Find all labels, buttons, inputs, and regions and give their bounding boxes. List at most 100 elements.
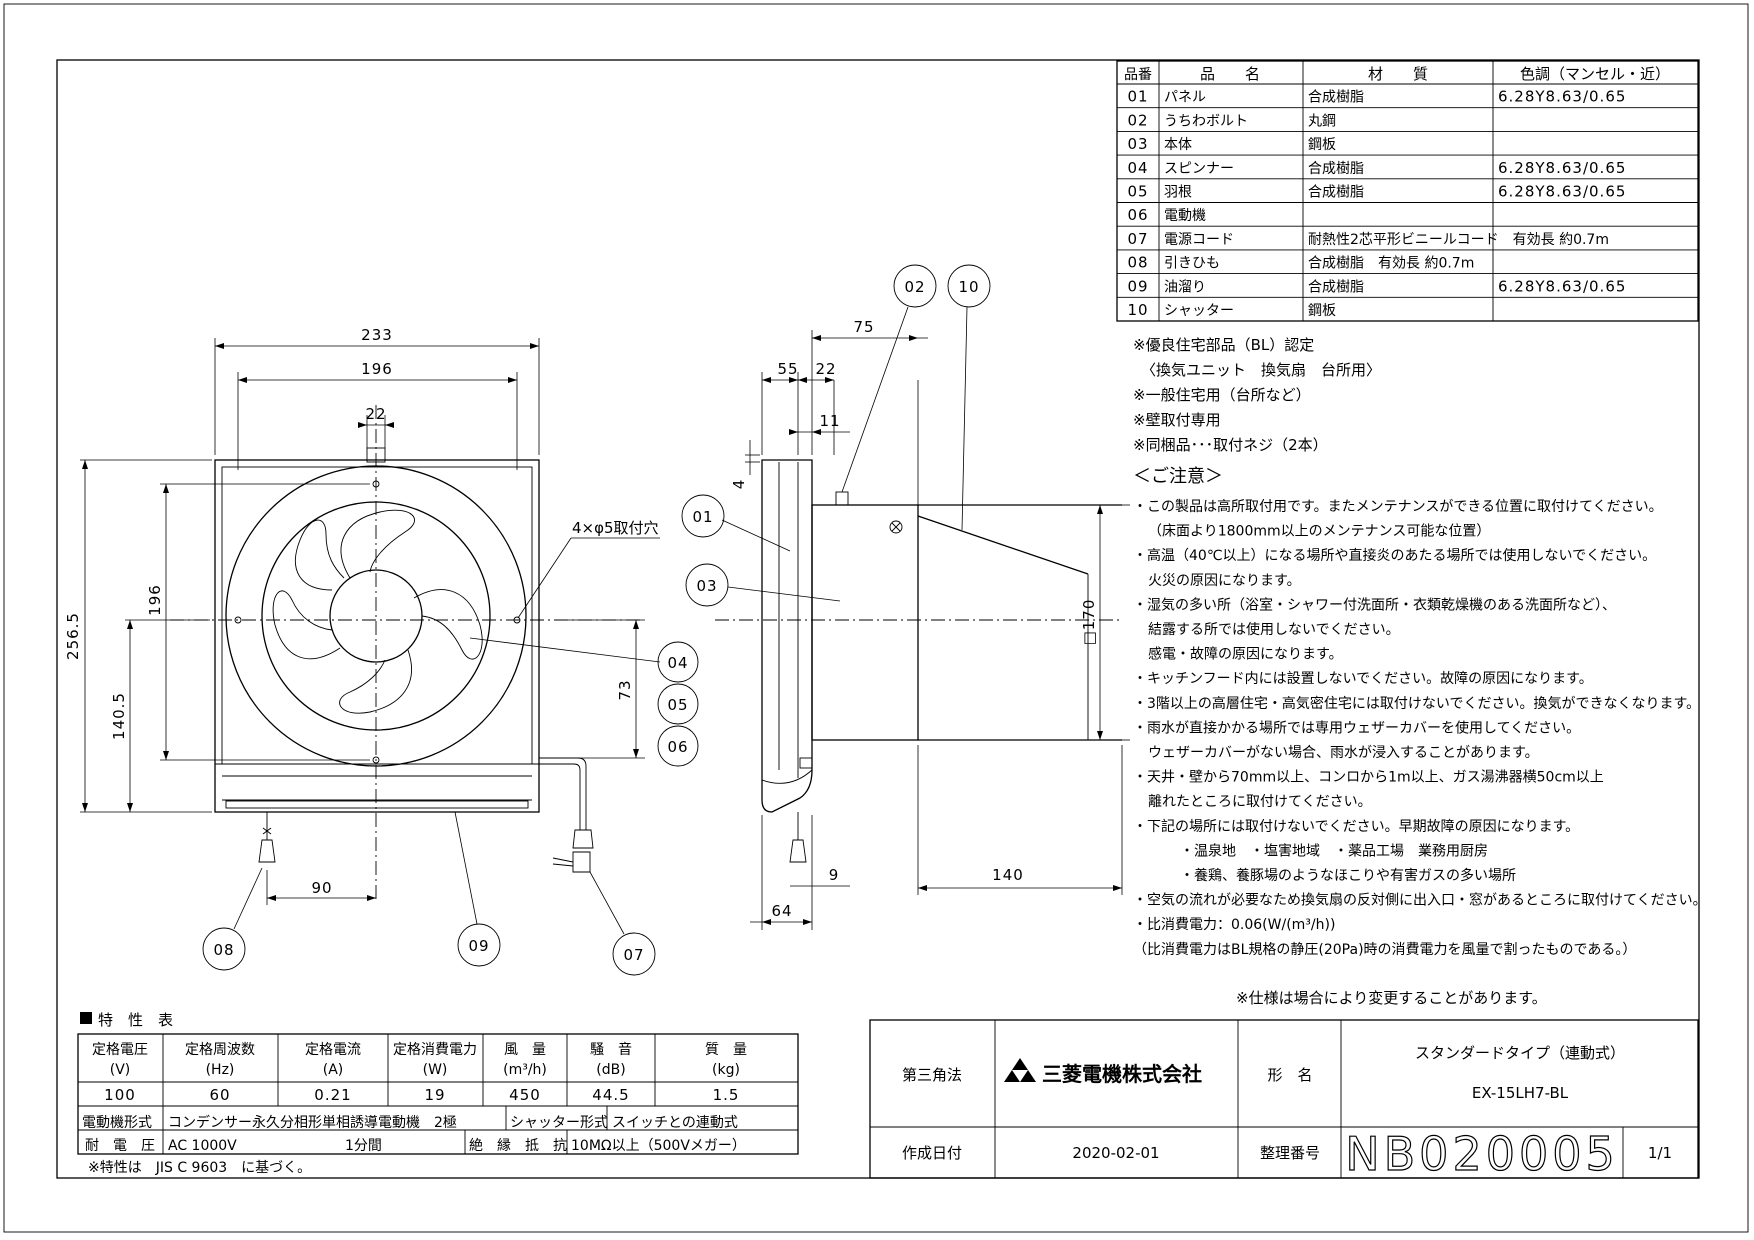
spec-header-unit: (m³/h): [503, 1062, 547, 1078]
dim-64: 64: [771, 902, 792, 920]
parts-header-material: 材 質: [1368, 65, 1428, 83]
svg-text:07: 07: [623, 946, 644, 964]
caution-line: 結露する所では使用しないでください。: [1148, 621, 1400, 638]
spec-table: 特 性 表 定格電圧(V)100定格周波数(Hz)60定格電流(A)0.21定格…: [77, 1011, 799, 1176]
insulation-value: 10MΩ以上（500Vメガー）: [571, 1138, 746, 1154]
title-block: 第三角法 三菱電機株式会社 形 名 スタンダードタイプ（連動式） EX-15LH…: [869, 1019, 1699, 1182]
parts-cell-color: 6.28Y8.63/0.65: [1498, 277, 1626, 295]
caution-line: 離れたところに取付けてください。: [1148, 793, 1372, 810]
parts-cell-no: 07: [1127, 230, 1148, 248]
parts-cell-name: 羽根: [1164, 185, 1192, 201]
spec-value: 60: [209, 1086, 230, 1104]
balloon-05: [657, 683, 699, 725]
caution-line: ・湿気の多い所（浴室・シャワー付洗面所・衣類乾燥機のある洗面所など）、: [1133, 596, 1616, 613]
type-name: スタンダードタイプ（連動式）: [1415, 1044, 1625, 1062]
parts-cell-name: スピンナー: [1164, 161, 1234, 177]
spec-header-unit: (A): [323, 1062, 344, 1078]
shutter-type-value: スイッチとの連動式: [612, 1115, 738, 1131]
fan-blades: [272, 509, 483, 714]
dim-196-h: 196: [146, 584, 164, 616]
spec-value: 100: [104, 1086, 136, 1104]
parts-cell-material: 鋼板: [1308, 303, 1336, 319]
caution-line: ・雨水が直接かかる場所では専用ウェザーカバーを使用してください。: [1133, 719, 1580, 736]
spec-header: 定格電圧: [92, 1042, 148, 1058]
parts-cell-no: 10: [1127, 301, 1148, 319]
caution-line: ・3階以上の高層住宅・高気密住宅には取付けないでください。換気ができなくなります…: [1133, 695, 1700, 712]
caution-line: （比消費電力はBL規格の静圧(20Pa)時の消費電力を風量で割ったものである。）: [1133, 941, 1636, 958]
outer-border: [3, 3, 1749, 1233]
dim-55: 55: [777, 360, 798, 378]
hole-label: 4×φ5取付穴: [572, 519, 659, 537]
spec-value: 450: [509, 1086, 541, 1104]
spec-header-unit: (dB): [596, 1062, 625, 1078]
parts-cell-name: 電源コード: [1164, 232, 1234, 248]
oil-tray: [225, 800, 529, 809]
balloon-04: [657, 641, 699, 683]
front-view: 233 196 22 256.5 196 140.5 73 90 4×φ5取付穴…: [64, 326, 699, 976]
parts-cell-color: 6.28Y8.63/0.65: [1498, 159, 1626, 177]
spec-header: 定格消費電力: [393, 1042, 477, 1058]
parts-cell-name: うちわボルト: [1164, 113, 1248, 129]
parts-cell-no: 01: [1127, 88, 1148, 106]
dim-140: 140: [992, 866, 1024, 884]
note-line: ※優良住宅部品（BL）認定: [1133, 336, 1314, 354]
notes-block: ※優良住宅部品（BL）認定 〈換気ユニット 換気扇 台所用〉 ※一般住宅用（台所…: [1133, 336, 1707, 1007]
spec-value: 1.5: [713, 1086, 740, 1104]
drawing-frame: [56, 59, 1700, 1179]
spec-header: 質 量: [705, 1042, 747, 1058]
parts-cell-no: 03: [1127, 135, 1148, 153]
dim-196-w: 196: [361, 360, 393, 378]
front-panel: [214, 459, 540, 813]
balloon-02: [893, 264, 937, 308]
dim-90: 90: [311, 879, 332, 897]
withstand-voltage-time: 1分間: [345, 1138, 382, 1154]
caution-line: ・養鶏、養豚場のようなほこりや有害ガスの多い場所: [1180, 867, 1516, 884]
caution-line: ・高温（40℃以上）になる場所や直接炎のあたる場所では使用しないでください。: [1133, 547, 1656, 564]
svg-text:04: 04: [667, 654, 688, 672]
caution-line: ・温泉地 ・塩害地域 ・薬品工場 業務用厨房: [1180, 842, 1488, 859]
svg-text:08: 08: [213, 941, 234, 959]
parts-header-color: 色調（マンセル・近）: [1520, 65, 1670, 83]
balloon-09: [457, 923, 501, 967]
parts-cell-name: 本体: [1164, 137, 1192, 153]
parts-cell-name: シャッター: [1164, 303, 1234, 319]
pull-cord-handle: [258, 839, 276, 863]
note-line: ※壁取付専用: [1133, 411, 1221, 429]
caution-line: ・キッチンフード内には設置しないでください。故障の原因になります。: [1133, 671, 1593, 687]
dim-233: 233: [361, 326, 393, 344]
projection-label: 第三角法: [902, 1066, 962, 1084]
balloon-01: [681, 494, 725, 538]
caution-line: ・下記の場所には取付けないでください。早期故障の原因になります。: [1133, 818, 1579, 835]
dim-4: 4: [730, 479, 748, 490]
parts-cell-no: 08: [1127, 254, 1148, 272]
note-line: ※一般住宅用（台所など）: [1133, 386, 1311, 404]
svg-text:09: 09: [468, 937, 489, 955]
dim-73: 73: [616, 679, 634, 700]
balloon-03: [685, 563, 729, 607]
date-value: 2020-02-01: [1072, 1144, 1159, 1162]
dim-9: 9: [829, 866, 840, 884]
parts-cell-color: 6.28Y8.63/0.65: [1498, 183, 1626, 201]
spec-header: 風 量: [504, 1042, 546, 1058]
spec-header: 定格周波数: [185, 1042, 255, 1058]
model-label: 形 名: [1267, 1066, 1312, 1084]
shutter-type-label: シャッター形式: [510, 1115, 608, 1131]
caution-line: ・天井・壁から70mm以上、コンロから1m以上、ガス湯沸器横50cm以上: [1133, 769, 1604, 786]
withstand-voltage-value: AC 1000V: [168, 1138, 237, 1154]
side-panel: [761, 459, 813, 813]
caution-title: ＜ご注意＞: [1133, 466, 1223, 487]
caution-line: （床面より1800mm以上のメンテナンス可能な位置）: [1148, 524, 1490, 540]
parts-cell-material: 合成樹脂: [1308, 185, 1364, 201]
svg-text:03: 03: [696, 577, 717, 595]
svg-text:02: 02: [904, 278, 925, 296]
spec-header-unit: (W): [423, 1062, 448, 1078]
parts-cell-no: 09: [1127, 277, 1148, 295]
spec-table-title: 特 性 表: [98, 1011, 173, 1029]
parts-cell-name: 油溜り: [1164, 279, 1206, 295]
dim-22: 22: [365, 405, 386, 423]
parts-cell-material: 鋼板: [1308, 137, 1336, 153]
motor-type-label: 電動機形式: [82, 1115, 152, 1131]
parts-cell-material: 合成樹脂: [1308, 279, 1364, 295]
parts-cell-material: 合成樹脂: [1308, 90, 1364, 106]
